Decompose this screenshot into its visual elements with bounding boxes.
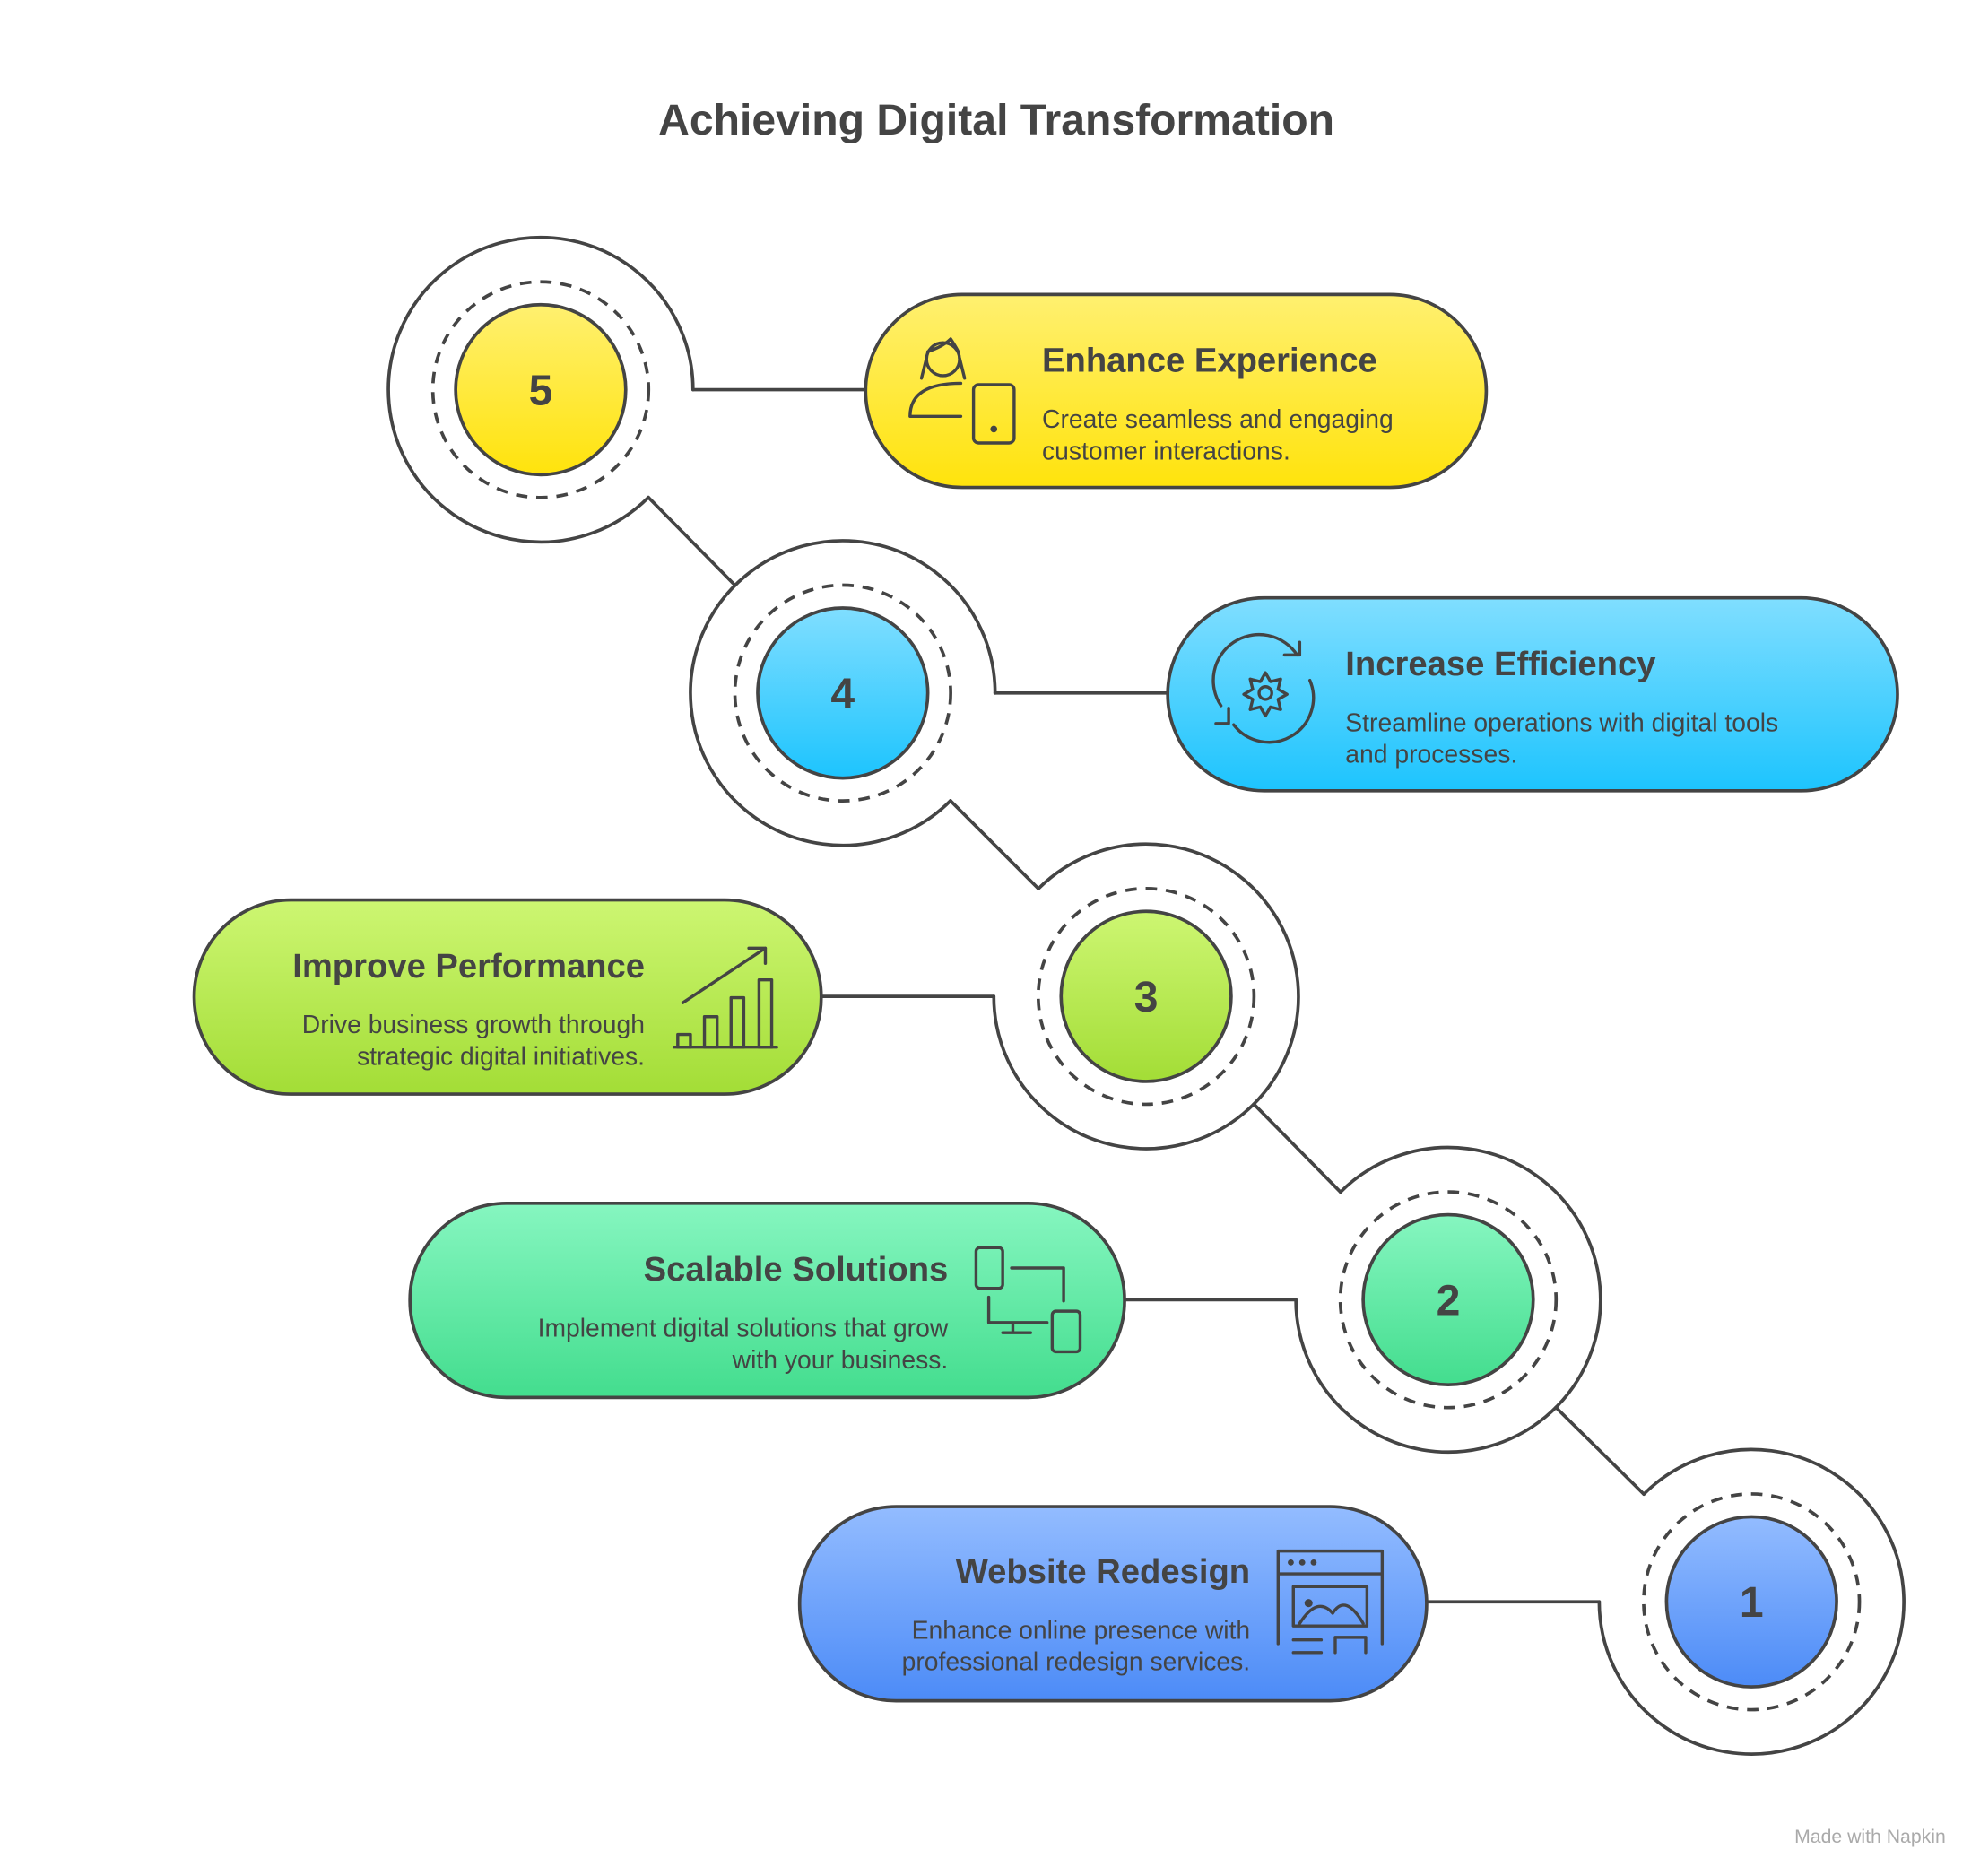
step-5-badge: [454, 302, 628, 477]
step-1: 1 Website Redesign Enhance online presen…: [797, 1492, 1862, 1712]
step-4-desc-line-1: Streamline operations with digital tools: [1345, 708, 1778, 736]
step-3-desc-line-1: Drive business growth through: [302, 1010, 645, 1038]
step-5-number: 5: [529, 367, 553, 415]
step-2-badge: [1361, 1212, 1535, 1387]
step-3: 3 Improve Performance Drive business gro…: [192, 886, 1256, 1107]
step-2-pill: [408, 1201, 1126, 1400]
step-3-pill: [192, 898, 823, 1096]
step-2: 2 Scalable Solutions Implement digital s…: [408, 1190, 1559, 1410]
step-4-desc-line-2: and processes.: [1345, 740, 1517, 769]
step-4-number: 4: [830, 670, 855, 718]
step-3-desc-line-2: strategic digital initiatives.: [357, 1042, 645, 1071]
step-2-number: 2: [1437, 1276, 1461, 1324]
step-3-number: 3: [1134, 973, 1159, 1021]
step-3-title: Improve Performance: [292, 947, 645, 986]
customer-device-icon: [908, 337, 1016, 445]
step-2-title: Scalable Solutions: [644, 1250, 949, 1289]
growth-chart-icon: [672, 946, 778, 1049]
step-2-desc-line-1: Implement digital solutions that grow: [538, 1313, 949, 1342]
watermark-text: Made with Napkin: [1794, 1827, 1946, 1847]
step-4-outer-ring: [689, 539, 997, 847]
step-1-desc-line-1: Enhance online presence with: [912, 1615, 1251, 1644]
step-1-badge: [1664, 1515, 1838, 1689]
step-4-to-3-link: [949, 799, 1040, 890]
connectors: [386, 235, 1906, 1756]
multi-device-icon: [974, 1246, 1082, 1354]
step-4: 4 Increase Efficiency Streamline operati…: [733, 583, 1899, 803]
step-2-desc-line-2: with your business.: [732, 1345, 949, 1374]
step-2-dashed-ring: [1338, 1190, 1559, 1410]
step-2-outer-ring: [1294, 1145, 1602, 1455]
step-1-title: Website Redesign: [956, 1552, 1250, 1591]
step-4-dashed-ring: [733, 583, 952, 803]
page-title: Achieving Digital Transformation: [658, 96, 1334, 144]
step-5-to-4-link: [647, 495, 737, 587]
step-1-outer-ring: [1597, 1447, 1906, 1756]
step-5-dashed-ring: [430, 280, 651, 499]
step-1-desc-line-2: professional redesign services.: [902, 1647, 1251, 1676]
step-1-number: 1: [1740, 1578, 1764, 1627]
step-3-badge: [1059, 909, 1233, 1083]
step-4-badge: [756, 606, 930, 780]
gear-cycle-icon: [1211, 633, 1316, 744]
step-3-outer-ring: [992, 842, 1300, 1151]
step-5-outer-ring: [386, 235, 695, 544]
step-4-title: Increase Efficiency: [1345, 645, 1656, 683]
step-3-dashed-ring: [1036, 886, 1256, 1107]
step-5-title: Enhance Experience: [1042, 342, 1377, 380]
step-5-desc-line-2: customer interactions.: [1042, 436, 1290, 465]
step-5-pill: [864, 292, 1489, 490]
watermark: Made with Napkin: [1794, 1827, 1946, 1847]
step-5: 5 Enhance Experience Create seamless and…: [430, 280, 1489, 499]
step-4-pill: [1166, 595, 1899, 793]
step-3-to-2-link: [1252, 1102, 1342, 1194]
step-1-pill: [797, 1505, 1429, 1703]
website-layout-icon: [1276, 1549, 1385, 1655]
step-1-dashed-ring: [1642, 1492, 1862, 1712]
step-2-to-1-link: [1554, 1405, 1646, 1496]
step-5-desc-line-1: Create seamless and engaging: [1042, 404, 1394, 433]
